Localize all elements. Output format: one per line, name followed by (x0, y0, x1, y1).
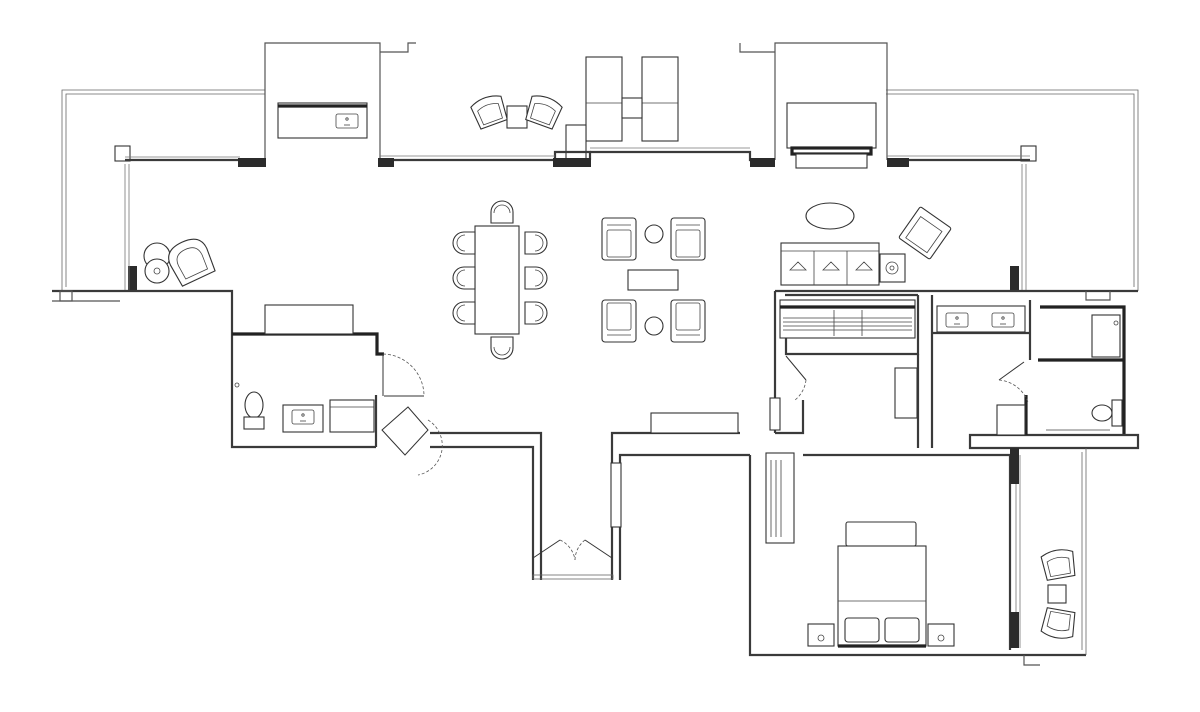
east-balcony (1010, 291, 1111, 666)
bedroom (765, 452, 955, 648)
bench (264, 304, 354, 335)
terrace-post-left (114, 145, 131, 162)
living-dining (143, 200, 952, 360)
powder-room (234, 304, 425, 433)
closet-island (894, 367, 918, 419)
bath-toilet (1091, 399, 1123, 427)
lounge-seating (601, 217, 706, 343)
outdoor-kitchen-counter (277, 102, 368, 139)
tv-console (765, 452, 795, 544)
bathtub (1091, 314, 1121, 358)
dining-table (452, 200, 548, 360)
reading-corner (143, 238, 216, 287)
walk-in-closet (769, 299, 918, 431)
interior-walls (52, 289, 1140, 657)
double-vanity (936, 305, 1026, 333)
outdoor-bar (786, 102, 877, 149)
cabinet (329, 399, 375, 433)
ensuite-bath (936, 305, 1123, 436)
entry-console (610, 462, 622, 528)
side-table (506, 105, 528, 129)
north-terrace (61, 42, 1139, 291)
toilet (243, 391, 265, 430)
accent-armchair (898, 206, 952, 260)
north-facade (124, 147, 1030, 290)
sun-loungers (565, 56, 679, 162)
entry-doors (381, 406, 739, 580)
bed (837, 521, 927, 648)
vanity (282, 404, 324, 433)
balcony-side-table (1047, 584, 1067, 604)
coffee-table-oval (805, 202, 855, 230)
terrace-post-right (1020, 145, 1037, 162)
outdoor-lounge-set-left (468, 91, 565, 131)
sofa (780, 242, 906, 286)
hall-cabinet (650, 412, 739, 434)
